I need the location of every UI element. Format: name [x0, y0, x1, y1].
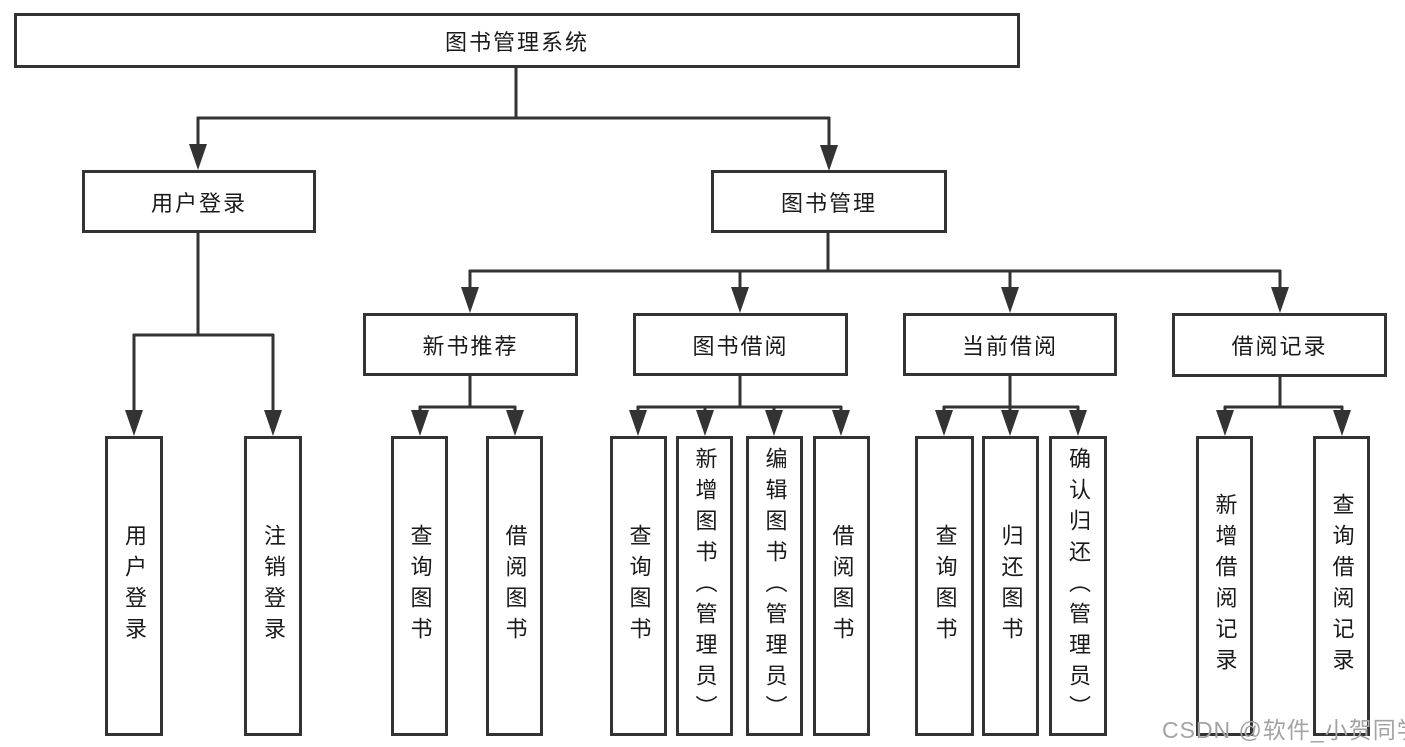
node-current-borrow: 当前借阅	[903, 313, 1117, 376]
leaf-query-books-current: 查询图书	[915, 436, 974, 736]
csdn-watermark: CSDN @软件_小贺同学	[1162, 717, 1405, 743]
node-borrow-records: 借阅记录	[1172, 313, 1387, 377]
node-root-library-system: 图书管理系统	[14, 13, 1020, 68]
leaf-logout: 注销登录	[244, 436, 302, 736]
leaf-user-login: 用户登录	[105, 436, 163, 736]
leaf-return-books: 归还图书	[982, 436, 1039, 736]
leaf-confirm-return-admin: 确认归还（管理员）	[1049, 436, 1107, 736]
leaf-query-borrow-record: 查询借阅记录	[1313, 436, 1370, 736]
leaf-add-books-admin: 新增图书（管理员）	[676, 436, 733, 736]
node-user-login: 用户登录	[82, 170, 316, 233]
leaf-add-borrow-record: 新增借阅记录	[1196, 436, 1253, 736]
leaf-borrow-books-recommend: 借阅图书	[486, 436, 543, 736]
leaf-query-books-borrow: 查询图书	[610, 436, 667, 736]
leaf-borrow-books: 借阅图书	[813, 436, 870, 736]
leaf-edit-books-admin: 编辑图书（管理员）	[746, 436, 803, 736]
node-book-management: 图书管理	[711, 170, 947, 233]
node-new-book-recommend: 新书推荐	[363, 313, 578, 376]
node-book-borrow: 图书借阅	[633, 313, 848, 376]
leaf-query-books-recommend: 查询图书	[391, 436, 448, 736]
